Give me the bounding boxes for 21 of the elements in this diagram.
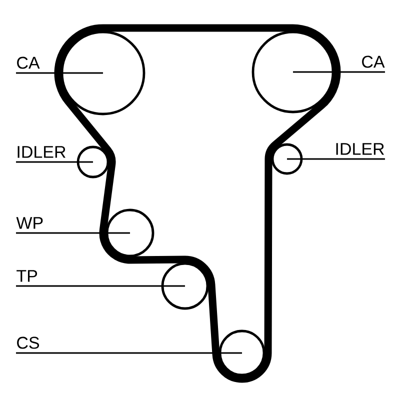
part-label: IDLER (18, 146, 66, 158)
part-label: WP (16, 217, 43, 229)
leader-line (16, 352, 242, 354)
leader-line (16, 285, 185, 287)
pulley-circle (106, 208, 154, 258)
pulley-circle (60, 30, 146, 116)
leader-line (16, 72, 103, 74)
part-label: CS (17, 336, 40, 349)
leader-line (16, 232, 130, 234)
part-label: CA (17, 56, 40, 69)
leader-line (16, 161, 93, 163)
leader-line (293, 71, 385, 73)
pulley-circle (271, 143, 303, 175)
pulley-circle (76, 146, 110, 178)
part-label: TP (16, 270, 38, 282)
pulley-circle (161, 262, 209, 310)
pulley-circle (218, 330, 266, 376)
pulley-circle (252, 30, 334, 114)
leader-line (287, 158, 385, 160)
part-label: CA (362, 56, 385, 68)
part-label: IDLER (336, 143, 384, 155)
